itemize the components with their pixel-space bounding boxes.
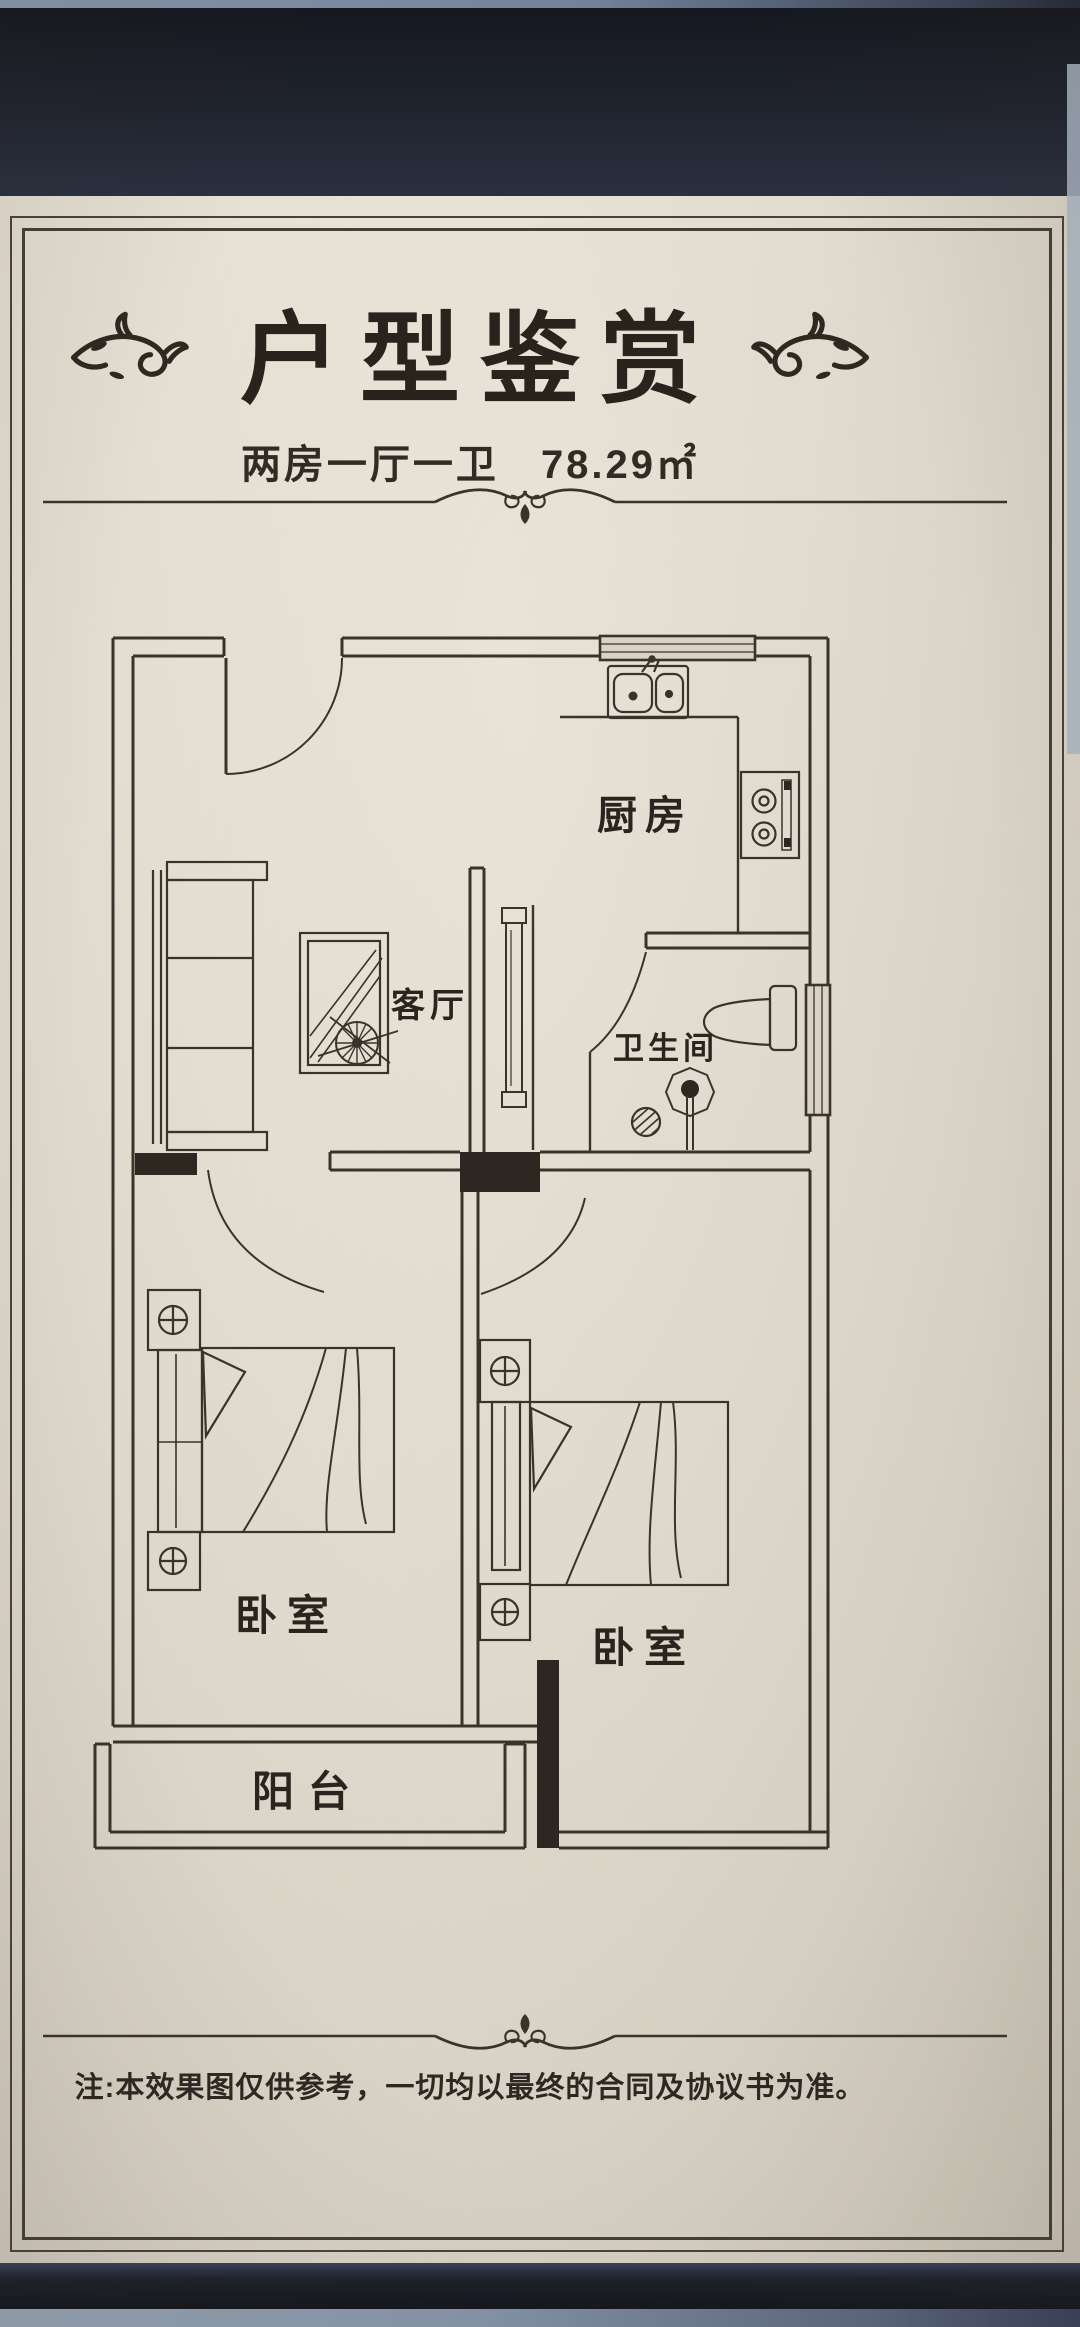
- walls: [93, 636, 830, 1850]
- divider-top: [43, 488, 1007, 524]
- room-label-bedroom-left: 卧室: [235, 1592, 339, 1639]
- bedroom-left-door-icon: [207, 1169, 325, 1293]
- wall-fills: [135, 1152, 559, 1848]
- tv-icon: [501, 907, 527, 1108]
- bathroom-door-icon: [589, 951, 647, 1053]
- gas-stove-icon: [739, 770, 801, 860]
- title-row: 户型鉴赏: [0, 280, 940, 420]
- bed-left-icon: [146, 1288, 396, 1592]
- floor-drain-icon: [630, 1106, 662, 1138]
- window-icons: [598, 634, 832, 1117]
- disclaimer-note: 注:本效果图仅供参考，一切均以最终的合同及协议书为准。: [74, 2072, 866, 2104]
- nightstand-icon: [146, 1530, 202, 1592]
- room-label-bathroom: 卫生间: [613, 1031, 718, 1066]
- photo-edge-top: [0, 0, 1080, 10]
- subtitle: 两房一厅一卫 78.29㎡: [0, 432, 940, 490]
- bathroom-window-icon: [804, 983, 832, 1117]
- title-flourish-right-icon: [751, 311, 869, 380]
- shower-head-icon: [664, 1066, 716, 1150]
- toilet-icon: [702, 984, 798, 1052]
- floorplan: 厨房 客厅 卫生间 卧室 卧室 阳台: [93, 634, 832, 1850]
- photo-edge-bottom: [0, 2309, 1080, 2327]
- photo-edge-right: [1067, 64, 1080, 754]
- bed-right-icon: [478, 1338, 730, 1642]
- ceiling-fan-icon: [317, 1016, 399, 1065]
- sofa-icon: [151, 860, 269, 1152]
- room-label-balcony: 阳台: [252, 1768, 364, 1815]
- kitchen-sink-icon: [606, 655, 690, 720]
- page-title: 户型鉴赏: [240, 304, 720, 416]
- entry-door-icon: [224, 657, 343, 775]
- room-label-bedroom-right: 卧室: [592, 1624, 696, 1671]
- subtitle-layout: 两房一厅一卫: [240, 443, 499, 487]
- divider-bottom: [43, 2014, 1007, 2050]
- kitchen-window-icon: [598, 634, 757, 662]
- poster-frame: [10, 216, 1064, 2252]
- nightstand-icon: [478, 1582, 532, 1642]
- poster-top-band: [0, 8, 1080, 196]
- coffee-table-icon: [298, 931, 390, 1075]
- room-label-kitchen: 厨房: [597, 794, 693, 838]
- title-flourish-left-icon: [71, 311, 189, 380]
- room-label-living-room: 客厅: [391, 986, 469, 1025]
- subtitle-area: 78.29㎡: [540, 443, 700, 487]
- doors: [207, 657, 647, 1295]
- poster-bottom-band: [0, 2263, 1080, 2311]
- poster-frame-inner: [22, 228, 1052, 2240]
- bedroom-right-door-icon: [480, 1197, 586, 1295]
